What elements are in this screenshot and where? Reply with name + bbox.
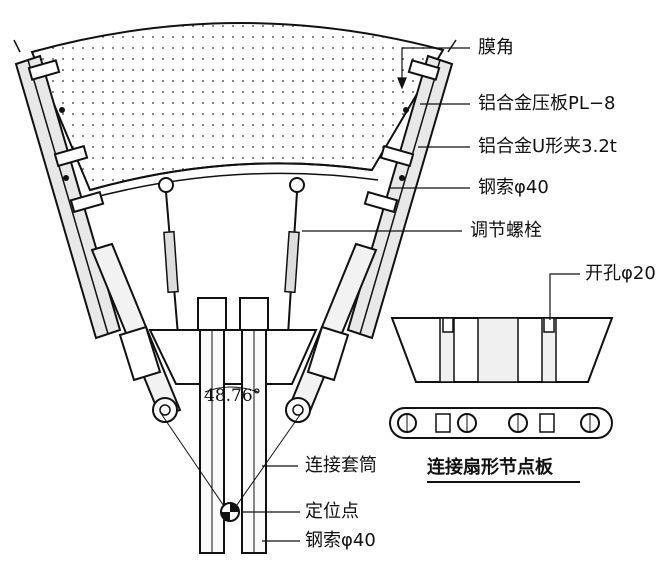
label-hole: 开孔φ20 bbox=[585, 263, 656, 284]
adjust-bolt-right bbox=[279, 177, 305, 347]
node-plate-detail bbox=[389, 317, 614, 483]
adjust-bolt-left bbox=[158, 177, 189, 347]
connecting-sleeves bbox=[197, 297, 269, 554]
label-cable-top: 钢索φ40 bbox=[478, 177, 549, 198]
label-locate-point: 定位点 bbox=[305, 501, 359, 522]
label-angle: 48.76° bbox=[204, 386, 262, 406]
leader-lines bbox=[241, 47, 580, 542]
label-cable-bottom: 钢索φ40 bbox=[305, 530, 376, 551]
label-adjust-bolt: 调节螺栓 bbox=[470, 220, 542, 241]
label-membrane-corner: 膜角 bbox=[478, 37, 514, 58]
membrane-fan bbox=[30, 22, 445, 201]
angle-construction bbox=[159, 386, 303, 513]
locate-point-marker bbox=[220, 502, 240, 522]
right-edge-clamp bbox=[346, 39, 457, 340]
fan-node-plate-front bbox=[148, 329, 318, 385]
right-outer-cable bbox=[285, 242, 378, 423]
left-edge-clamp bbox=[13, 39, 122, 340]
left-outer-cable bbox=[90, 242, 182, 423]
label-al-plate: 铝合金压板PL−8 bbox=[478, 93, 616, 114]
label-node-plate-title: 连接扇形节点板 bbox=[427, 457, 553, 478]
label-sleeve: 连接套筒 bbox=[305, 455, 377, 476]
label-al-u-clamp: 铝合金U形夹3.2t bbox=[478, 136, 617, 157]
